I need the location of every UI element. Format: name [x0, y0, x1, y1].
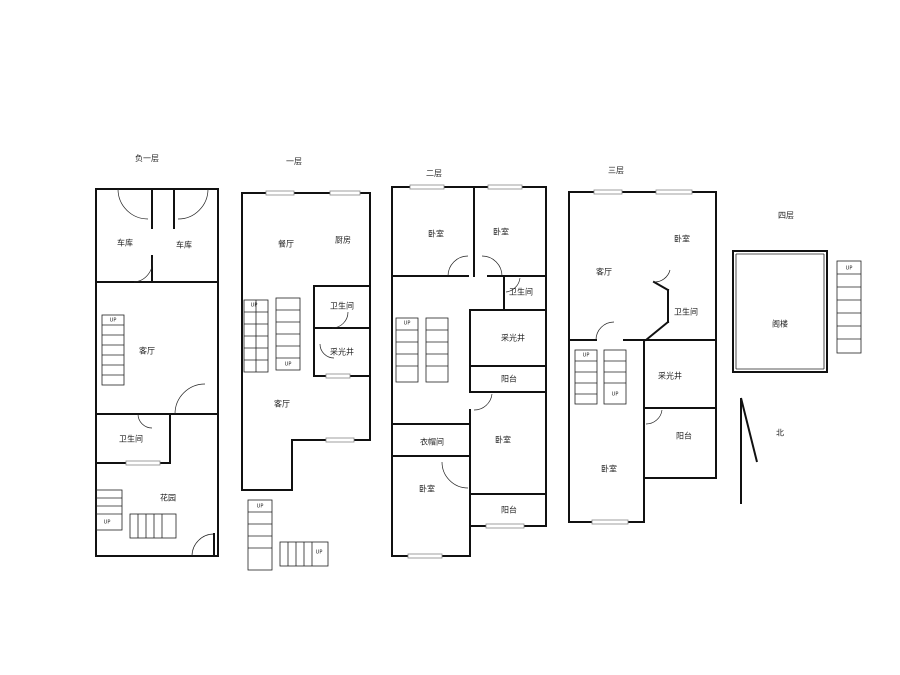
room-b1-garden: 花园 — [160, 493, 176, 503]
room-f1-living: 客厅 — [274, 399, 290, 409]
floor-f3-title: 三层 — [608, 166, 624, 175]
room-b1-garage-b: 车库 — [176, 240, 192, 250]
floor-f4: 四层 UP 阁楼 — [732, 211, 862, 373]
floor-b1-title: 负一层 — [135, 153, 159, 163]
stair-f1-a: UP — [243, 299, 269, 373]
svg-text:UP: UP — [110, 318, 117, 324]
svg-text:UP: UP — [251, 303, 258, 309]
floor-b1: 负一层 UP — [95, 153, 219, 557]
floor-f3: 三层 UP UP 客厅 卧室 卫生间 采光井 阳台 卧室 — [568, 166, 717, 525]
room-b1-garage-a: 车库 — [117, 238, 133, 248]
floor-f1-title: 一层 — [286, 157, 302, 166]
room-f1-dining: 餐厅 — [278, 240, 294, 249]
stair-f3: UP UP — [574, 349, 627, 405]
room-f3-balcony: 阳台 — [676, 431, 692, 441]
room-f2-bath: 卫生间 — [509, 287, 533, 297]
stair-f1-outside: UP UP — [247, 499, 329, 571]
room-f2-bed2: 卧室 — [493, 227, 509, 237]
room-f3-bed1: 卧室 — [674, 234, 690, 244]
svg-text:UP: UP — [583, 353, 590, 359]
floor-f1: 一层 UP UP UP — [241, 157, 371, 571]
svg-text:UP: UP — [612, 392, 619, 398]
room-b1-bath: 卫生间 — [119, 434, 143, 444]
room-f1-bath: 卫生间 — [330, 301, 354, 311]
room-f3-lightwell: 采光井 — [658, 371, 682, 381]
floor-f2-title: 二层 — [426, 169, 442, 178]
stair-f1-b: UP — [275, 297, 301, 371]
room-f2-storage: 衣帽间 — [420, 437, 444, 447]
svg-text:UP: UP — [285, 362, 292, 368]
room-f4-attic: 阁楼 — [772, 319, 788, 329]
room-f1-lightwell: 采光井 — [330, 347, 354, 357]
room-f2-bed1: 卧室 — [428, 229, 444, 239]
floor-f2: 二层 UP 卧室 卧室 卫生间 — [391, 169, 547, 559]
room-f3-bath: 卫生间 — [674, 307, 698, 317]
svg-text:UP: UP — [104, 520, 111, 526]
stair-f4: UP — [836, 260, 862, 354]
svg-text:UP: UP — [316, 550, 323, 556]
room-b1-living: 客厅 — [139, 346, 155, 356]
svg-text:UP: UP — [846, 266, 853, 272]
room-f2-bed4: 卧室 — [419, 484, 435, 494]
stair-b1-a: UP — [101, 314, 125, 386]
north-arrow: 北 — [740, 397, 784, 504]
room-f1-kitchen: 厨房 — [335, 235, 351, 245]
room-f3-bed2: 卧室 — [601, 464, 617, 474]
room-f2-lightwell: 采光井 — [501, 333, 525, 343]
room-f3-living: 客厅 — [596, 267, 612, 277]
room-f2-balcony2: 阳台 — [501, 505, 517, 515]
stair-b1-b: UP — [95, 489, 177, 539]
svg-text:UP: UP — [404, 321, 411, 327]
floor-f4-title: 四层 — [778, 211, 794, 220]
north-label: 北 — [776, 429, 784, 438]
room-f2-balcony1: 阳台 — [501, 374, 517, 384]
room-f2-bed3: 卧室 — [495, 435, 511, 445]
stair-f2: UP — [395, 317, 449, 383]
svg-text:UP: UP — [257, 504, 264, 510]
